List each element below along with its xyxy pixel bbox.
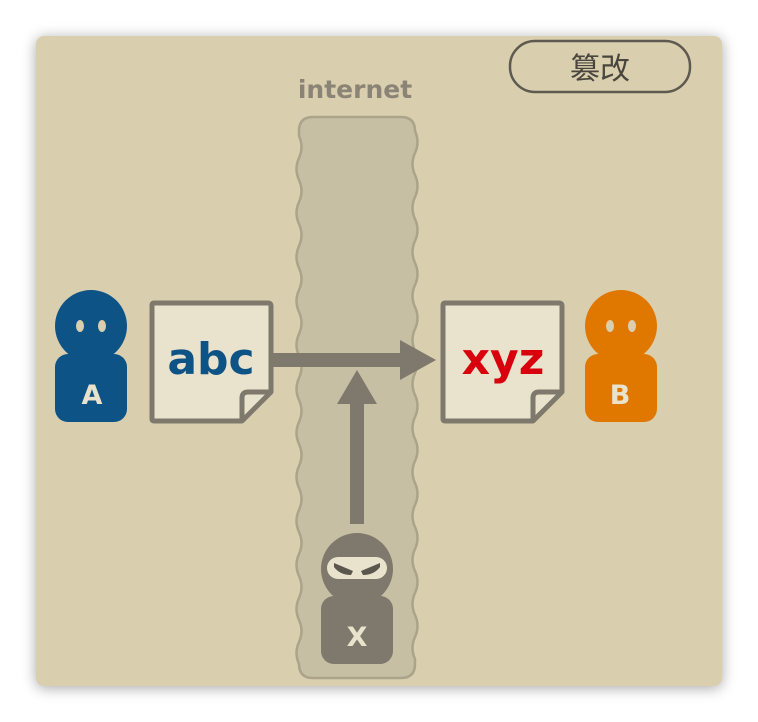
channel-label: internet <box>298 75 412 104</box>
attacker-name: X <box>347 622 368 653</box>
transfer-arrow <box>271 340 436 380</box>
original-document-icon: abc <box>149 300 274 424</box>
receiver-name: B <box>610 380 631 411</box>
original-document-text: abc <box>167 334 254 385</box>
attacker-person-icon: X <box>321 533 393 664</box>
tampered-document-text: xyz <box>462 334 545 385</box>
title-badge: 篡改 <box>508 39 692 94</box>
sender-name: A <box>82 380 103 411</box>
receiver-person-icon: B <box>585 290 657 422</box>
tampered-document-icon: xyz <box>440 300 565 424</box>
badge-label: 篡改 <box>570 52 630 87</box>
sender-person-icon: A <box>55 290 127 422</box>
interception-arrow <box>337 370 377 524</box>
